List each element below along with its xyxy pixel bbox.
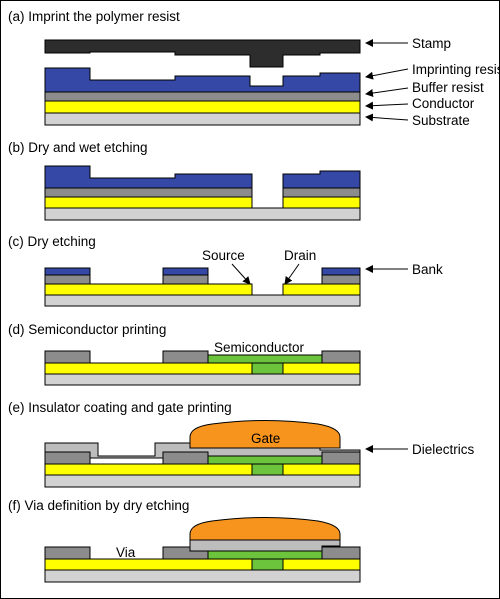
- buffer-resist-layer: [44, 91, 361, 102]
- label-substrate: Substrate: [412, 113, 470, 128]
- panel-d-stack: [44, 350, 361, 386]
- source-arrow: [231, 263, 251, 285]
- stamp: [44, 39, 361, 68]
- label-buffer-resist: Buffer resist: [412, 80, 484, 95]
- panel-e-stack: [44, 420, 361, 488]
- panel-c-stack: [44, 267, 361, 307]
- imprinting-resist-layer: [44, 67, 361, 93]
- drain-arrow: [284, 263, 300, 285]
- panel-d-heading: (d) Semiconductor printing: [8, 322, 166, 337]
- label-gate: Gate: [251, 431, 280, 446]
- label-stamp: Stamp: [412, 36, 451, 51]
- gate-electrode-f: [189, 517, 341, 541]
- substrate-arrow: [365, 113, 409, 122]
- substrate-layer: [44, 112, 361, 126]
- panel-c-heading: (c) Dry etching: [8, 234, 96, 249]
- label-source: Source: [202, 248, 245, 263]
- panel-a-heading: (a) Imprint the polymer resist: [8, 9, 180, 24]
- panel-a-stack: [44, 39, 361, 126]
- label-conductor: Conductor: [412, 96, 475, 111]
- conductor-arrow: [365, 101, 409, 110]
- gate-electrode: [189, 420, 341, 449]
- panel-b-stack: [44, 165, 361, 221]
- label-drain: Drain: [284, 248, 316, 263]
- dielectric-remnant: [189, 539, 341, 552]
- conductor-layer: [44, 100, 361, 114]
- label-bank: Bank: [412, 262, 443, 277]
- panel-e-heading: (e) Insulator coating and gate printing: [8, 400, 232, 415]
- label-via: Via: [116, 545, 136, 560]
- panel-f-heading: (f) Via definition by dry etching: [8, 498, 189, 513]
- label-semiconductor: Semiconductor: [214, 340, 305, 355]
- panel-f-stack: [44, 517, 361, 583]
- label-dielectrics: Dielectrics: [412, 442, 475, 457]
- label-imprinting-resist: Imprinting resist: [412, 62, 500, 77]
- imprinting-resist-arrow: [365, 68, 409, 80]
- buffer-resist-arrow: [365, 87, 409, 97]
- panel-b-heading: (b) Dry and wet etching: [8, 140, 148, 155]
